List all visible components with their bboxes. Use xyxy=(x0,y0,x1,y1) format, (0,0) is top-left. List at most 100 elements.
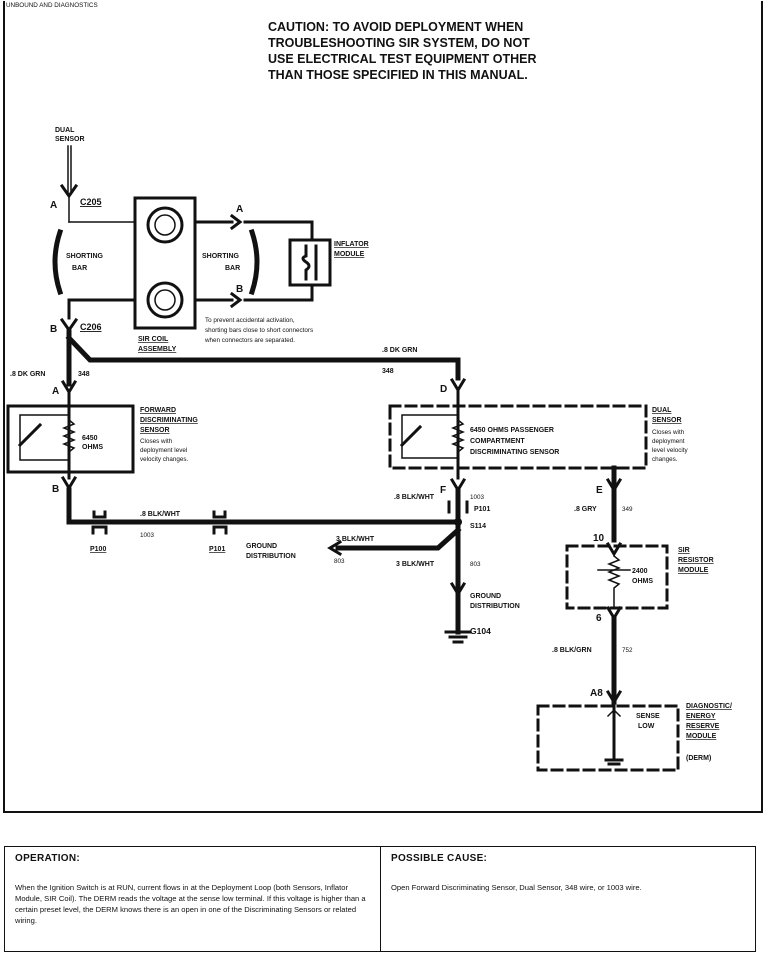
header-fragment: UNBOUND AND DIAGNOSTICS xyxy=(6,2,98,9)
c205-label: C205 xyxy=(80,197,102,207)
derm-label-1: DIAGNOSTIC/ xyxy=(686,703,732,710)
left-shorting-bar-label-2: BAR xyxy=(72,265,87,272)
p100-clip xyxy=(92,510,107,519)
sir-resistor-symbol xyxy=(606,554,622,607)
inflator-module-box xyxy=(288,238,332,287)
wire-1003-bottom-label: 1003 xyxy=(140,532,155,539)
shorting-note-line-1: To prevent accidental activation, xyxy=(205,317,295,324)
fwd-sensor-label-3: SENSOR xyxy=(140,427,170,434)
dual-sensor-right-desc-1: Closes with xyxy=(652,429,685,436)
inflator-label-1: INFLATOR xyxy=(334,241,369,248)
right-shorting-bar-label-2: BAR xyxy=(225,265,240,272)
fwd-sensor-label-2: DISCRIMINATING xyxy=(140,417,198,424)
sense-low-label-1: SENSE xyxy=(636,713,660,720)
ground-arrow xyxy=(449,581,467,597)
fwd-sensor-desc-3: velocity changes. xyxy=(140,456,189,463)
dual-sensor-desc-1: 6450 OHMS PASSENGER xyxy=(470,427,554,434)
left-shorting-bar-label-1: SHORTING xyxy=(66,253,104,260)
operation-title: OPERATION: xyxy=(15,853,81,864)
ground-distribution-left-1: GROUND xyxy=(246,543,277,550)
fwd-sensor-ohms-2: OHMS xyxy=(82,444,103,451)
p101-bottom-label: P101 xyxy=(209,546,225,553)
derm-label-4: MODULE xyxy=(686,733,717,740)
wire-3blkwht-lower-label: 3 BLK/WHT xyxy=(396,561,435,568)
possible-cause-panel: POSSIBLE CAUSE: Open Forward Discriminat… xyxy=(380,846,756,952)
caution-line-4: THAN THOSE SPECIFIED IN THIS MANUAL. xyxy=(268,68,528,82)
fwd-sensor-pin-a: A xyxy=(52,386,59,397)
right-shorting-bar xyxy=(248,228,260,296)
shorting-note-line-2: shorting bars close to short connectors xyxy=(205,327,313,334)
sir-coil-assembly-box xyxy=(133,196,197,330)
c205-connector-arrow xyxy=(59,183,79,199)
dual-sensor-switch-arm xyxy=(399,424,423,448)
dual-sensor-connector-e xyxy=(605,477,623,493)
possible-cause-title: POSSIBLE CAUSE: xyxy=(391,853,488,864)
wire-blkgrn-label: .8 BLK/GRN xyxy=(552,647,592,654)
s114-label: S114 xyxy=(470,523,486,530)
inflator-pin-a: A xyxy=(236,204,243,215)
sir-resistor-pin-6: 6 xyxy=(596,613,602,624)
inflator-connector-a-arrow xyxy=(229,213,243,231)
ground-distribution-right-2: DISTRIBUTION xyxy=(470,603,520,610)
dual-sensor-desc-3: DISCRIMINATING SENSOR xyxy=(470,449,559,456)
c206-label: C206 xyxy=(80,322,102,332)
dual-sensor-right-label-1: DUAL xyxy=(652,407,672,414)
ground-distribution-left-2: DISTRIBUTION xyxy=(246,553,296,560)
dual-sensor-right-desc-3: level velocity xyxy=(652,447,689,454)
sir-coil-label-2: ASSEMBLY xyxy=(138,346,177,353)
sir-resistor-label-3: MODULE xyxy=(678,567,709,574)
ground-distribution-branch xyxy=(335,526,462,551)
c206-pin-b: B xyxy=(50,324,57,335)
sir-resistor-label-1: SIR xyxy=(678,547,690,554)
right-shorting-bar-label-1: SHORTING xyxy=(202,253,240,260)
dual-sensor-pin-e: E xyxy=(596,485,603,496)
fwd-sensor-switch-arm xyxy=(17,422,43,448)
sir-resistor-connector-10 xyxy=(605,541,623,557)
sir-resistor-ohms-2: OHMS xyxy=(632,578,653,585)
dual-sensor-right-desc-4: changes. xyxy=(652,456,678,463)
sir-coil-upper-inner xyxy=(154,214,176,236)
caution-line-3: USE ELECTRICAL TEST EQUIPMENT OTHER xyxy=(268,52,537,66)
dual-sensor-box xyxy=(388,404,648,470)
dual-sensor-top-label-1: DUAL xyxy=(55,127,75,134)
dual-sensor-resistor xyxy=(450,418,466,454)
dual-sensor-connector-d xyxy=(449,377,467,393)
ground-distribution-arrow xyxy=(327,539,343,557)
p100-label: P100 xyxy=(90,546,106,553)
inflator-connector-b-arrow xyxy=(229,291,243,309)
fwd-sensor-switch-loop xyxy=(19,414,70,461)
c205-pin-a: A xyxy=(50,200,57,211)
c206-connector-arrow xyxy=(59,317,79,333)
sir-coil-upper-ring xyxy=(146,206,184,244)
wire-348-left-label: 348 xyxy=(78,371,90,378)
operation-text: When the Ignition Switch is at RUN, curr… xyxy=(15,883,366,925)
dual-sensor-top-label-2: SENSOR xyxy=(55,136,85,143)
wire-1003-right-label: 1003 xyxy=(470,494,485,501)
dual-sensor-desc-2: COMPARTMENT xyxy=(470,438,525,445)
derm-module-box xyxy=(536,704,680,772)
dual-sensor-pin-f: F xyxy=(440,485,446,496)
wire-blkwht-right-label: .8 BLK/WHT xyxy=(394,494,435,501)
wire-803-left-label: 803 xyxy=(334,558,345,565)
derm-arrow xyxy=(606,708,622,718)
s114-splice-dot xyxy=(454,518,462,526)
sir-coil-lower-inner xyxy=(154,289,176,311)
wire-803-right-label: 803 xyxy=(470,561,481,568)
wire-752-label: 752 xyxy=(622,647,633,654)
sir-resistor-module-box xyxy=(565,544,669,610)
fwd-sensor-label-1: FORWARD xyxy=(140,407,176,414)
p101-right-label: P101 xyxy=(474,506,490,513)
fwd-sensor-desc-1: Closes with xyxy=(140,438,173,445)
dual-sensor-pin-d: D xyxy=(440,384,447,395)
caution-line-2: TROUBLESHOOTING SIR SYSTEM, DO NOT xyxy=(268,36,530,50)
p100-clip-lower xyxy=(91,525,108,535)
caution-line-1: CAUTION: TO AVOID DEPLOYMENT WHEN xyxy=(268,20,523,34)
sir-resistor-pin-10: 10 xyxy=(593,533,605,544)
sir-resistor-ohms-1: 2400 xyxy=(632,568,648,575)
g104-label: G104 xyxy=(470,626,491,636)
derm-label-5: (DERM) xyxy=(686,755,711,762)
sir-coil-lower-ring xyxy=(146,281,184,319)
wire-348-top-run xyxy=(65,334,461,381)
fwd-sensor-desc-2: deployment level xyxy=(140,447,187,454)
